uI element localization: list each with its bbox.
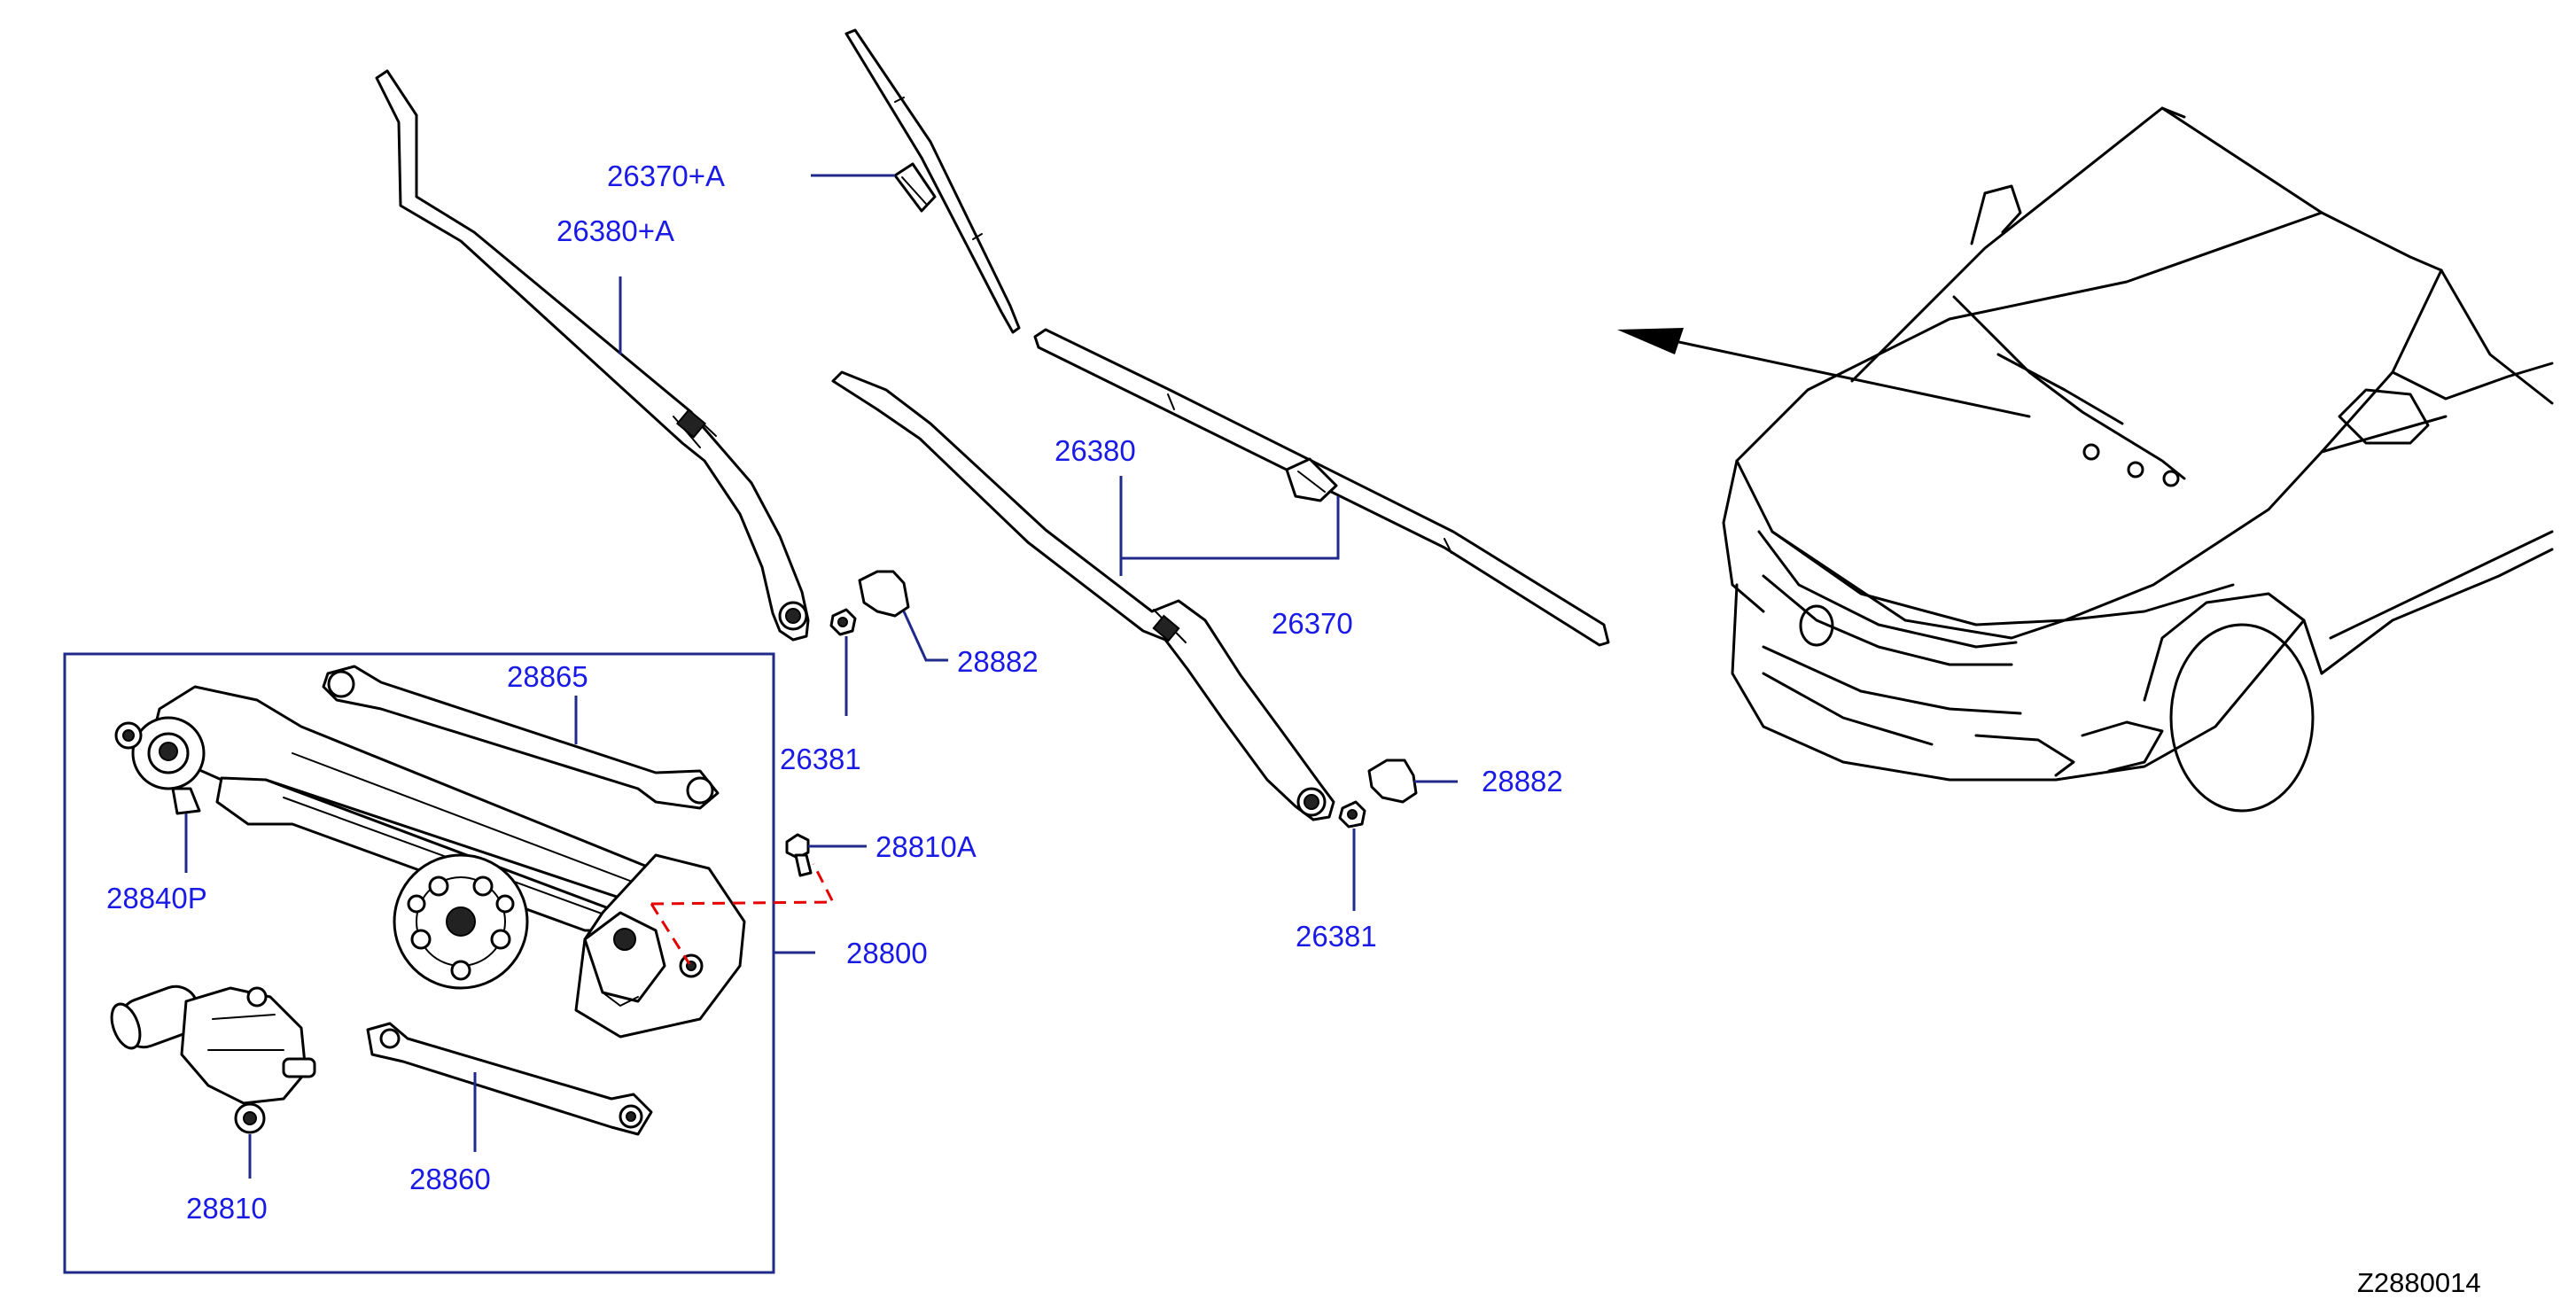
label-blade-right: 26370 (1272, 607, 1353, 640)
cap-left (858, 570, 910, 618)
drawing-code: Z2880014 (2357, 1267, 2481, 1298)
linkage-inset-frame (63, 652, 775, 1274)
label-pivot: 28840P (106, 882, 207, 914)
label-arm-right: 26380 (1055, 434, 1136, 467)
car-front-illustration (1617, 106, 2554, 813)
leader-lines (184, 174, 1458, 1179)
link-rod-lower (366, 1022, 653, 1136)
cap-right (1367, 759, 1418, 804)
bolt-guide-dashed-line (650, 863, 836, 965)
label-motor: 28810 (186, 1192, 268, 1225)
wiper-arm-right (831, 370, 1335, 821)
link-rod-upper (322, 665, 720, 810)
label-cap-left: 28882 (957, 645, 1039, 678)
wiper-arm-left (375, 69, 810, 642)
bolt (785, 833, 813, 877)
label-link-upper: 28865 (507, 660, 588, 693)
nut-right (1338, 800, 1366, 829)
wiper-linkage-assembly (114, 685, 746, 1039)
wiper-motor (110, 984, 316, 1134)
label-bolt: 28810A (876, 830, 977, 863)
label-link-lower: 28860 (409, 1163, 491, 1195)
label-blade-insert-left: 26370+A (607, 160, 725, 192)
label-nut-right: 26381 (1296, 920, 1377, 953)
wiper-blade-insert (844, 28, 1021, 334)
arrow-head (1617, 328, 1684, 354)
nut-left (829, 608, 857, 636)
label-linkage-assy: 28800 (846, 937, 928, 969)
wiper-blade-right (1033, 328, 1610, 647)
label-cap-right: 28882 (1482, 765, 1563, 798)
label-arm-left: 26380+A (556, 214, 674, 247)
label-nut-left: 26381 (780, 743, 861, 775)
